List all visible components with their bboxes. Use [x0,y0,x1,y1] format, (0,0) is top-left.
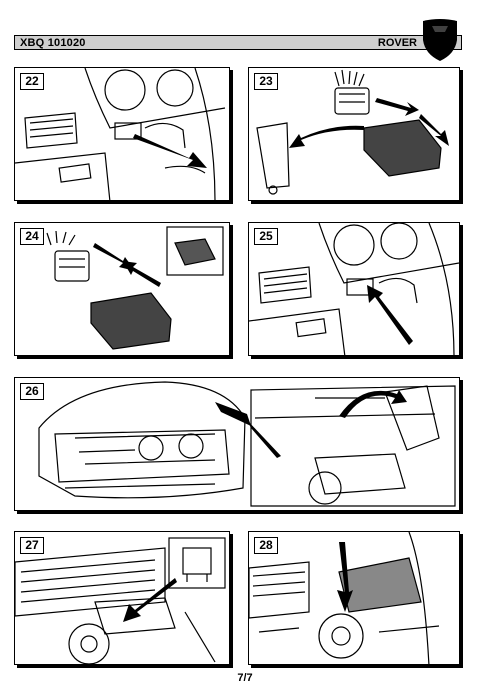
step-23-panel: 23 [248,67,460,201]
step-22-panel: 22 [14,67,230,201]
step-number: 28 [254,537,278,554]
engine-bay-fusebox-illustration [38,381,456,507]
brand-name: ROVER [377,37,417,49]
step-number: 23 [254,73,278,90]
fusebox-relay-location-illustration [15,537,226,664]
step-number: 27 [20,537,44,554]
dashboard-switch-refit-illustration [249,223,459,355]
connector-reconnect-illustration [46,226,224,350]
document-header: XBQ 101020 ROVER [14,35,462,50]
step-27-panel: 27 [14,531,230,665]
step-number: 22 [20,73,44,90]
step-24-panel: 24 [14,222,230,356]
fusebox-cover-refit-illustration [249,532,440,664]
step-26-panel: 26 [14,377,460,511]
step-number: 26 [20,383,44,400]
step-number: 25 [254,228,278,245]
step-28-panel: 28 [248,531,460,665]
page-number: 7/7 [237,672,253,683]
step-25-panel: 25 [248,222,460,356]
dashboard-switch-removal-illustration [15,68,226,200]
document-code: XBQ 101020 [20,37,86,49]
connector-disconnect-illustration [256,69,449,195]
rover-viking-logo-icon [423,19,457,61]
step-number: 24 [20,228,44,245]
